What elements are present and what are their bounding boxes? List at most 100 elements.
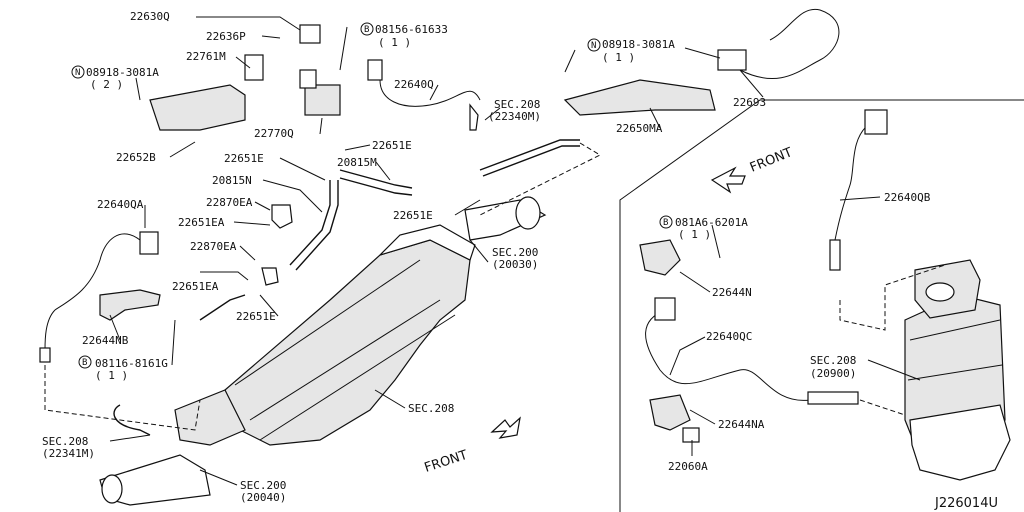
leader-lines bbox=[109, 16, 921, 486]
label-sec208-22341m-ref: (22341M) bbox=[42, 447, 95, 460]
label-22651ea-2: 22651EA bbox=[172, 280, 219, 293]
label-08156-61633: 08156-61633 bbox=[375, 23, 448, 36]
label-081a6-6201a: 081A6-6201A bbox=[675, 216, 748, 229]
sensor-wire-22640q bbox=[379, 79, 481, 107]
leader-22640qc bbox=[859, 399, 906, 416]
label-sec208-22340m-ref: (22340M) bbox=[488, 110, 541, 123]
sensor-wire-22693 bbox=[739, 8, 840, 80]
sensor-22640qa-tip bbox=[39, 347, 51, 363]
inset-catalyst bbox=[904, 259, 1011, 481]
inset-border bbox=[619, 99, 1024, 512]
nut-symbol-1: N bbox=[71, 65, 85, 79]
label-22651e-4: 22651E bbox=[393, 209, 433, 222]
label-front-main: FRONT bbox=[423, 448, 470, 476]
label-22652b: 22652B bbox=[116, 151, 156, 164]
clip-22870ea-1 bbox=[271, 204, 293, 229]
bolt-symbol-1: B bbox=[360, 22, 374, 36]
label-22644nb: 22644NB bbox=[82, 334, 129, 347]
sensor-wire-22640qc bbox=[645, 309, 811, 401]
clip-22870ea-2 bbox=[261, 267, 279, 286]
connector-22630q bbox=[299, 24, 321, 44]
label-sec208-22340m: SEC.208 bbox=[494, 98, 540, 111]
pressure-sensor-22770q bbox=[304, 84, 341, 116]
label-22770q: 22770Q bbox=[254, 127, 294, 140]
label-22651ea-1: 22651EA bbox=[178, 216, 225, 229]
label-sec208-22341m: SEC.208 bbox=[42, 435, 88, 448]
label-22630q: 22630Q bbox=[130, 10, 170, 23]
diagram-id: J226014U bbox=[934, 496, 998, 511]
pipe-22341m bbox=[113, 404, 151, 436]
hose-20815n-b bbox=[295, 180, 339, 271]
bolt-symbol-2: B bbox=[78, 355, 92, 369]
bracket-22650ma bbox=[563, 79, 716, 116]
bracket-22761m bbox=[149, 84, 246, 131]
sensor-22640q-connector bbox=[367, 59, 383, 81]
sensor-22640qb-connector bbox=[864, 109, 888, 135]
label-22693: 22693 bbox=[733, 96, 766, 109]
sensor-wire-22640qa bbox=[44, 233, 141, 351]
sensor-22640qc-connector bbox=[654, 297, 676, 321]
label-22640q: 22640Q bbox=[394, 78, 434, 91]
leader-22640qb bbox=[839, 264, 946, 331]
leader-22341m bbox=[44, 365, 201, 431]
sensor-22693-connector bbox=[717, 49, 747, 71]
label-22060a: 22060A bbox=[668, 460, 708, 473]
label-22870ea-2: 22870EA bbox=[190, 240, 237, 253]
sensor-22640qb-tip bbox=[829, 239, 841, 271]
pipe-22341m-mid bbox=[199, 294, 246, 321]
hose-20815m-b bbox=[339, 177, 413, 196]
nut-symbol-2: N bbox=[587, 38, 601, 52]
sensor-22640qa-connector bbox=[139, 231, 159, 255]
label-22651e-2: 22651E bbox=[224, 152, 264, 165]
hose-20815m bbox=[339, 169, 413, 189]
label-22651e-1: 22651E bbox=[372, 139, 412, 152]
label-22650ma: 22650MA bbox=[616, 122, 663, 135]
label-22640qb: 22640QB bbox=[884, 191, 931, 204]
label-08918-3081a-left-qty: ( 2 ) bbox=[90, 78, 123, 91]
bracket-22644nb bbox=[99, 289, 161, 321]
hose-20815n bbox=[289, 180, 331, 266]
svg-text:B: B bbox=[663, 218, 668, 228]
leader-22340m bbox=[479, 142, 602, 216]
bolt-symbol-3: B bbox=[659, 215, 673, 229]
label-22644na: 22644NA bbox=[718, 418, 765, 431]
label-22761m: 22761M bbox=[186, 50, 226, 63]
label-22644n: 22644N bbox=[712, 286, 752, 299]
clamp-22060a bbox=[682, 427, 700, 443]
sensor-wire-22640qb bbox=[834, 124, 869, 241]
label-sec208-main: SEC.208 bbox=[408, 402, 454, 415]
label-22640qc: 22640QC bbox=[706, 330, 752, 343]
bracket-22644n bbox=[639, 239, 681, 276]
front-arrow-inset bbox=[710, 166, 746, 194]
label-sec200-20030-ref: (20030) bbox=[492, 258, 538, 271]
label-20815n: 20815N bbox=[212, 174, 252, 187]
label-22636p: 22636P bbox=[206, 30, 246, 43]
pressure-sensor-tab bbox=[299, 69, 317, 89]
bracket-22644na bbox=[649, 394, 691, 431]
svg-text:B: B bbox=[364, 25, 369, 35]
catalyst-assembly bbox=[99, 196, 547, 506]
front-arrow-main bbox=[490, 416, 521, 439]
label-08918-3081a-right-qty: ( 1 ) bbox=[602, 51, 635, 64]
label-front-inset: FRONT bbox=[748, 145, 795, 176]
label-22870ea-1: 22870EA bbox=[206, 196, 253, 209]
label-08116-8161g-qty: ( 1 ) bbox=[95, 369, 128, 382]
label-08116-8161g: 08116-8161G bbox=[95, 357, 168, 370]
sensor-22640q-head bbox=[469, 103, 479, 131]
label-sec200-20040: SEC.200 bbox=[240, 479, 286, 492]
label-08156-61633-qty: ( 1 ) bbox=[378, 36, 411, 49]
label-20815m: 20815M bbox=[337, 156, 377, 169]
pipe-22340m-lower bbox=[482, 145, 580, 177]
bracket-22761m-clip bbox=[244, 54, 264, 81]
pipe-22340m bbox=[479, 139, 580, 171]
label-22651e-3: 22651E bbox=[236, 310, 276, 323]
svg-text:N: N bbox=[75, 68, 80, 78]
label-sec200-20030: SEC.200 bbox=[492, 246, 538, 259]
svg-text:N: N bbox=[591, 41, 596, 51]
label-sec200-20040-ref: (20040) bbox=[240, 491, 286, 504]
label-sec208-20900-ref: (20900) bbox=[810, 367, 856, 380]
label-08918-3081a-right: 08918-3081A bbox=[602, 38, 675, 51]
label-081a6-6201a-qty: ( 1 ) bbox=[678, 228, 711, 241]
